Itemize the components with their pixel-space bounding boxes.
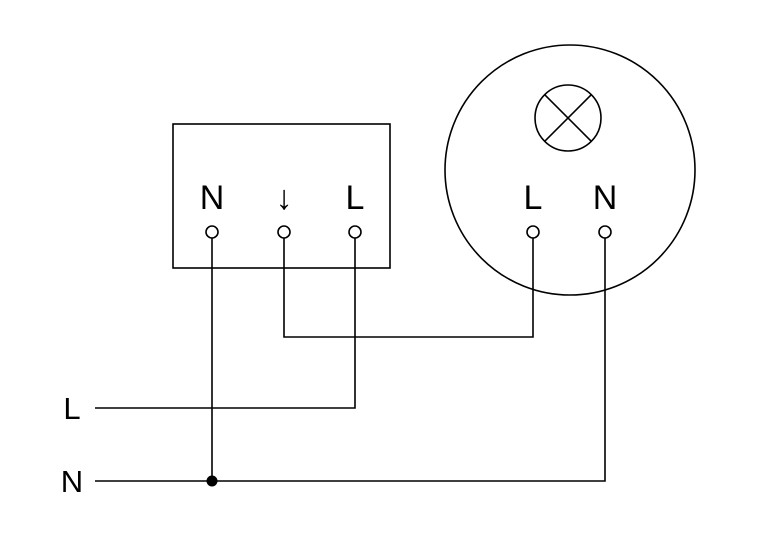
luminaire-circle (444, 44, 696, 296)
supply-neutral-label: N (61, 464, 83, 499)
sensor-label-n: N (200, 179, 225, 217)
lamp-icon-circle (534, 84, 602, 152)
sensor-box (172, 123, 391, 269)
wire-live-supply (95, 238, 356, 409)
wire-neutral-supply (95, 238, 606, 482)
lamp-icon-cross-line-2 (544, 94, 592, 142)
sensor-terminal-l (348, 225, 362, 239)
sensor-terminal-switched (277, 225, 291, 239)
sensor-label-l: L (346, 179, 365, 217)
sensor-terminal-n (205, 225, 219, 239)
sensor-label-switched-arrow: ↓ (276, 179, 293, 217)
luminaire-terminal-n (598, 225, 612, 239)
junction-dot (206, 475, 218, 487)
supply-live-label: L (63, 391, 80, 426)
luminaire-terminal-l (526, 225, 540, 239)
luminaire-label-n: N (593, 179, 618, 217)
lamp-icon (534, 84, 602, 152)
wire-switched-live (283, 238, 534, 338)
luminaire-label-l: L (524, 179, 543, 217)
